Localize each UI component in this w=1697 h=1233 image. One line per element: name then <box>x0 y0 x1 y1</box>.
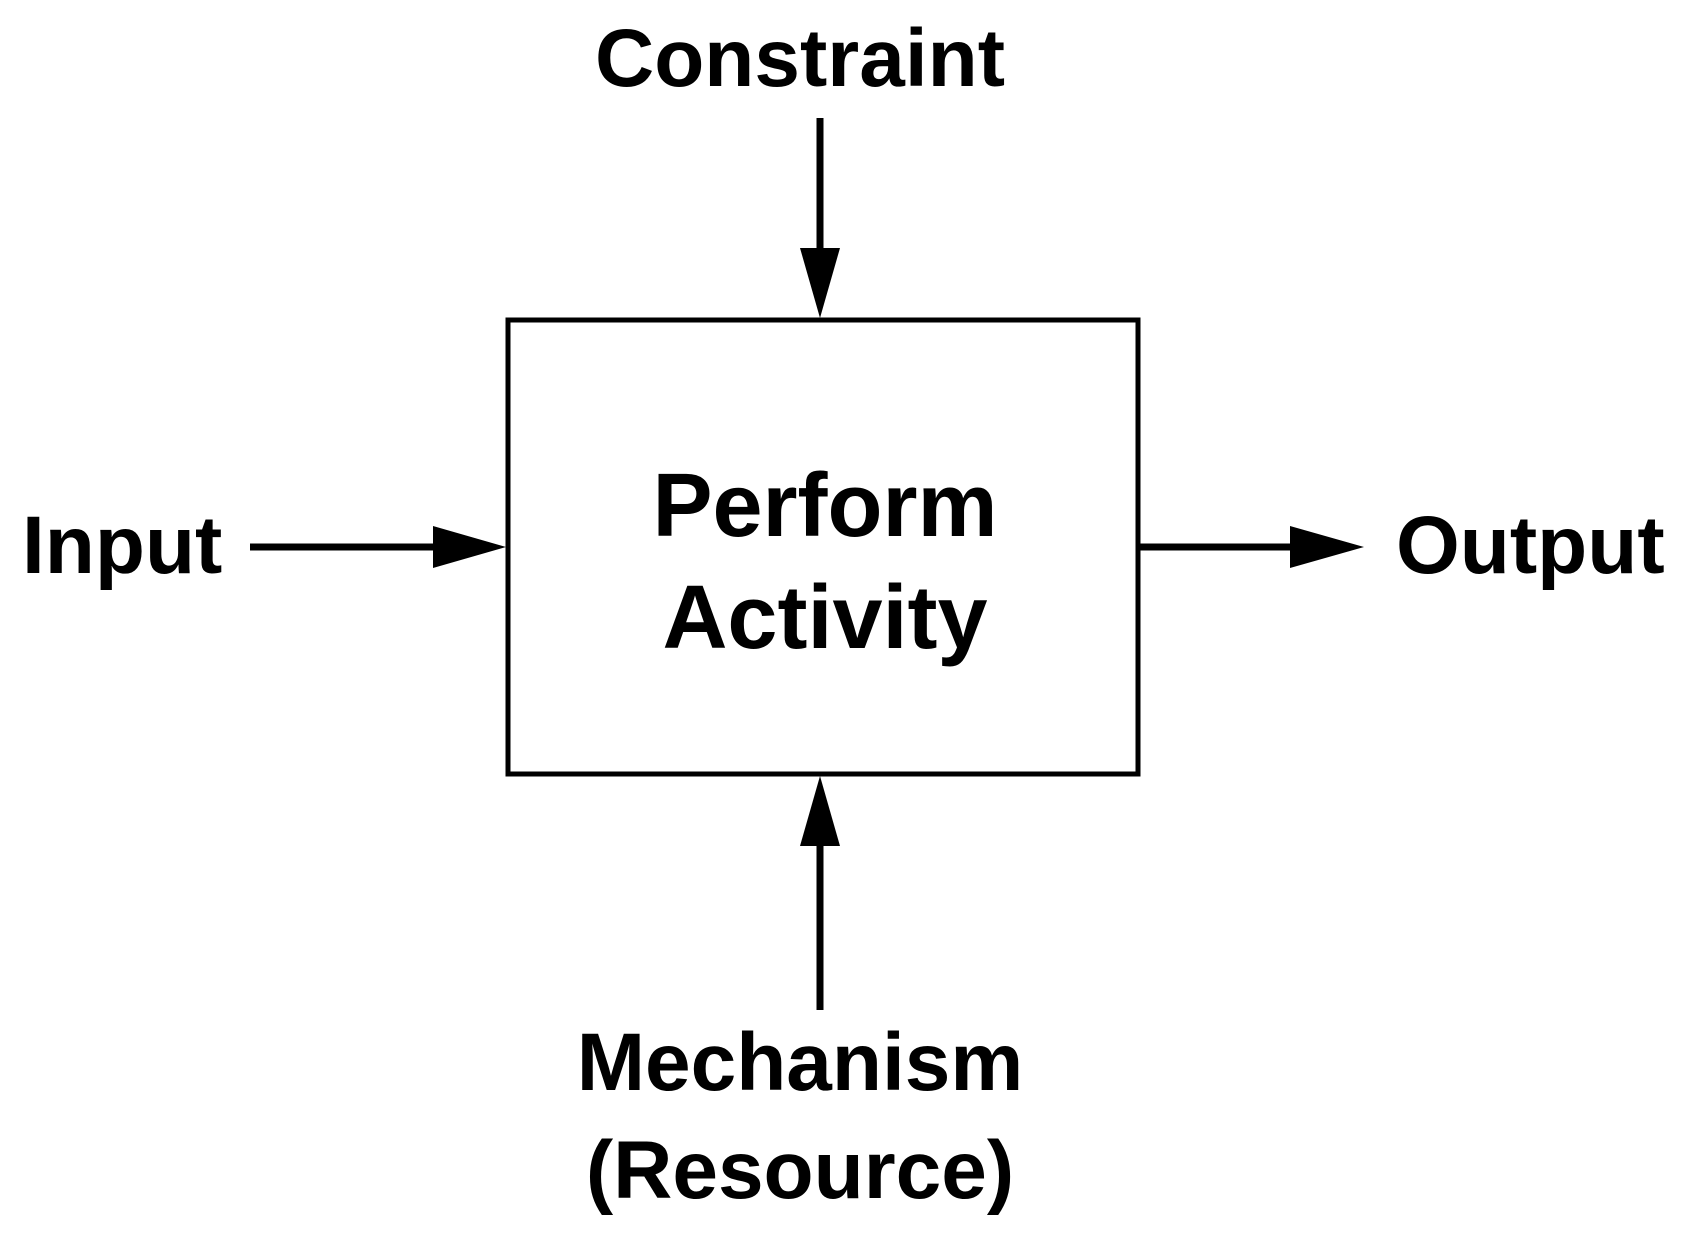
output-label: Output <box>1396 500 1665 591</box>
constraint-arrow <box>800 118 840 318</box>
resource-label: (Resource) <box>585 1125 1015 1216</box>
mechanism-label: Mechanism <box>576 1017 1024 1108</box>
activity-title-line1: Perform <box>652 456 998 556</box>
activity-box <box>505 317 1141 777</box>
activity-title: Perform Activity <box>510 450 1140 674</box>
constraint-label: Constraint <box>595 13 1005 104</box>
mechanism-arrow <box>800 776 840 1010</box>
activity-title-line2: Activity <box>662 568 988 668</box>
output-arrow <box>1140 526 1364 568</box>
input-arrow <box>250 526 506 568</box>
input-label: Input <box>22 500 223 591</box>
